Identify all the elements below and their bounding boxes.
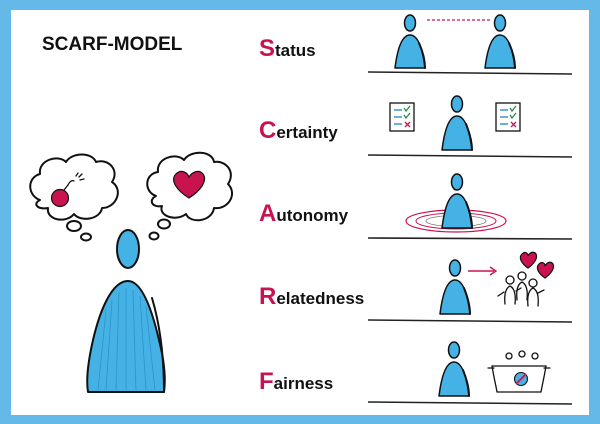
row-dividers [367,71,573,405]
category-relatedness-label: Relatedness [259,283,364,310]
thought-bubble-right [146,151,233,241]
person-with-checklists-icon [389,95,521,151]
thought-bubble-left [29,153,119,242]
page-title: SCARF-MODEL [42,34,183,55]
fair-board-icon [487,350,551,393]
bomb-icon [50,172,85,208]
checklist-left-icon [389,102,415,132]
group-of-people-icon [497,271,545,307]
person-with-space-rings-icon [405,173,507,233]
category-fairness-label: Fairness [259,368,333,395]
category-labels: Status Certainty Autonomy Relatedness Fa… [259,35,364,395]
category-certainty-label: Certainty [259,117,338,144]
category-autonomy-label: Autonomy [259,200,349,227]
person-and-fair-scale-icon [438,341,551,397]
checklist-right-icon [495,102,521,132]
heart-small-icon [519,251,538,269]
person-connecting-to-group-icon [439,251,555,315]
main-person-figure [86,229,166,393]
heart-icon [173,170,206,199]
two-people-level-icon [394,14,516,69]
category-status-label: Status [259,35,316,62]
heart-small-icon-2 [536,261,555,279]
